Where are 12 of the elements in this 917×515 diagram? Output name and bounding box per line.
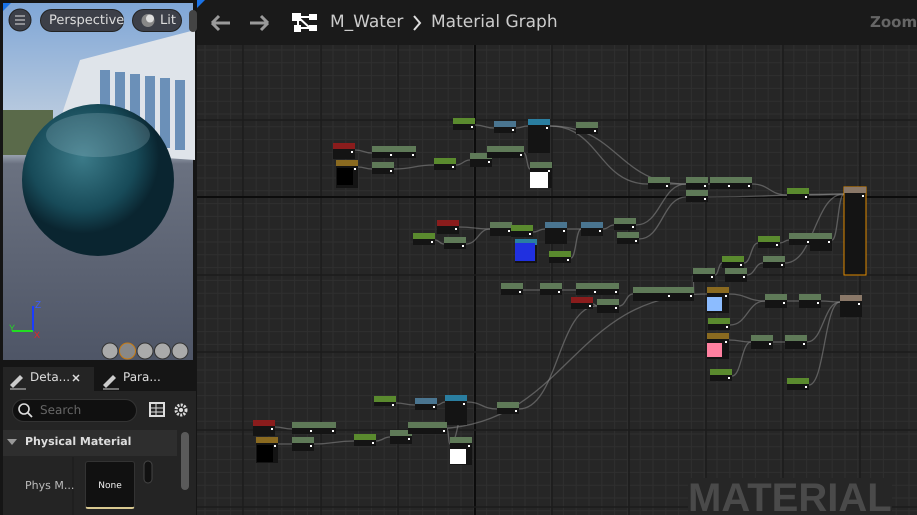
tab-label: Deta... <box>30 370 70 384</box>
property-label: Phys M... <box>25 479 74 492</box>
search-field: Search <box>12 399 137 422</box>
asset-thumbnail: None <box>85 461 135 509</box>
breadcrumb-title: Material Graph <box>431 12 558 32</box>
axis-label: Z <box>35 300 42 311</box>
tab-label: Para... <box>123 370 161 384</box>
axis-label: X <box>34 330 40 340</box>
zoom-level: Zoom <box>870 13 917 31</box>
breadcrumb-link: M_Water <box>330 12 404 32</box>
perspective-button: Perspective <box>40 9 124 32</box>
section-title: Physical Material <box>25 435 132 448</box>
